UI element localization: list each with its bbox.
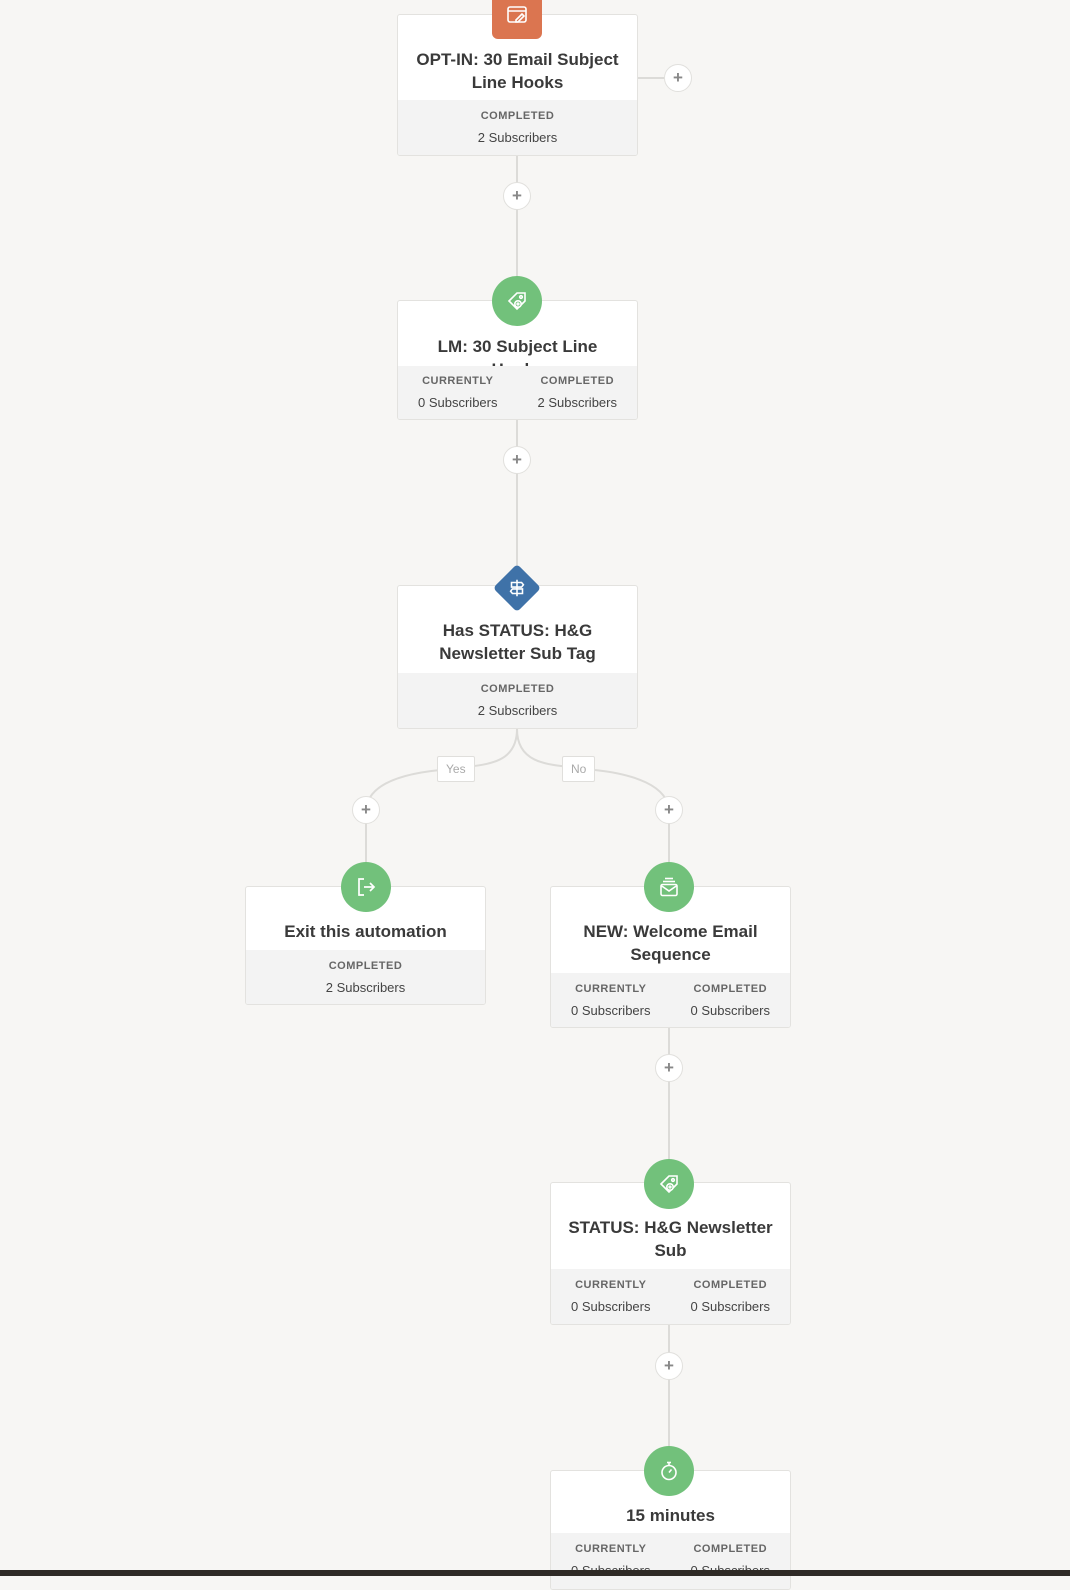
completed-value: 2 Subscribers — [325, 979, 406, 995]
node-stats: COMPLETED 2 Subscribers — [398, 100, 637, 155]
node-title: STATUS: H&G Newsletter Sub — [568, 1218, 773, 1260]
node-title: NEW: Welcome Email Sequence — [583, 922, 758, 964]
completed-value: 2 Subscribers — [477, 703, 558, 718]
tag-add-icon — [492, 276, 542, 326]
node-title: OPT-IN: 30 Email Subject Line Hooks — [416, 50, 619, 92]
node-stats: COMPLETED 2 Subscribers — [398, 673, 637, 728]
currently-label: CURRENTLY — [422, 375, 494, 387]
completed-value: 2 Subscribers — [537, 395, 617, 410]
completed-label: COMPLETED — [328, 959, 403, 972]
email-sequence-node[interactable]: NEW: Welcome Email Sequence CURRENTLY 0 … — [550, 886, 791, 1028]
bottom-edge — [0, 1570, 1070, 1576]
node-title: 15 minutes — [626, 1506, 715, 1525]
currently-label: CURRENTLY — [575, 1543, 647, 1555]
completed-stat: COMPLETED 0 Subscribers — [691, 983, 770, 1018]
completed-value: 2 Subscribers — [477, 130, 558, 145]
completed-stat: COMPLETED 2 Subscribers — [538, 375, 617, 410]
add-step-button[interactable]: + — [655, 1352, 683, 1380]
currently-value: 0 Subscribers — [418, 395, 498, 410]
completed-stat: COMPLETED 2 Subscribers — [478, 110, 557, 145]
completed-label: COMPLETED — [480, 110, 555, 122]
node-stats: CURRENTLY 0 Subscribers COMPLETED 2 Subs… — [398, 366, 637, 419]
signpost-icon — [492, 563, 542, 613]
email-sequence-icon — [644, 862, 694, 912]
add-step-button[interactable]: + — [503, 446, 531, 474]
branch-no-label: No — [562, 756, 596, 782]
node-stats: CURRENTLY 0 Subscribers COMPLETED 0 Subs… — [551, 973, 790, 1027]
tag-add-icon — [644, 1159, 694, 1209]
currently-label: CURRENTLY — [575, 1279, 647, 1291]
currently-value: 0 Subscribers — [571, 1299, 651, 1314]
add-step-button[interactable]: + — [655, 796, 683, 824]
currently-stat: CURRENTLY 0 Subscribers — [571, 1279, 650, 1314]
add-step-button[interactable]: + — [503, 182, 531, 210]
node-stats: CURRENTLY 0 Subscribers COMPLETED 0 Subs… — [551, 1533, 790, 1589]
add-step-button[interactable]: + — [352, 796, 380, 824]
branch-yes-label: Yes — [437, 756, 475, 782]
add-branch-button[interactable]: + — [664, 64, 692, 92]
completed-stat: COMPLETED 2 Subscribers — [478, 683, 557, 718]
node-title: Has STATUS: H&G Newsletter Sub Tag — [439, 621, 596, 663]
completed-label: COMPLETED — [693, 1543, 768, 1555]
currently-value: 0 Subscribers — [571, 1002, 651, 1018]
completed-label: COMPLETED — [693, 982, 768, 995]
completed-label: COMPLETED — [693, 1279, 768, 1291]
currently-stat: CURRENTLY 0 Subscribers — [418, 375, 497, 410]
completed-label: COMPLETED — [480, 683, 555, 695]
completed-label: COMPLETED — [540, 375, 615, 387]
stopwatch-icon — [644, 1446, 694, 1496]
completed-value: 0 Subscribers — [690, 1299, 770, 1314]
completed-stat: COMPLETED 0 Subscribers — [691, 1279, 770, 1314]
currently-label: CURRENTLY — [575, 982, 647, 995]
node-stats: COMPLETED 2 Subscribers — [246, 950, 485, 1004]
optin-form-node[interactable]: OPT-IN: 30 Email Subject Line Hooks COMP… — [397, 14, 638, 156]
exit-icon — [341, 862, 391, 912]
completed-stat: COMPLETED 2 Subscribers — [326, 960, 405, 995]
add-step-button[interactable]: + — [655, 1054, 683, 1082]
currently-stat: CURRENTLY 0 Subscribers — [571, 983, 650, 1018]
form-edit-icon — [492, 0, 542, 39]
completed-value: 0 Subscribers — [690, 1002, 770, 1018]
node-title: Exit this automation — [284, 922, 447, 941]
node-stats: CURRENTLY 0 Subscribers COMPLETED 0 Subs… — [551, 1269, 790, 1324]
